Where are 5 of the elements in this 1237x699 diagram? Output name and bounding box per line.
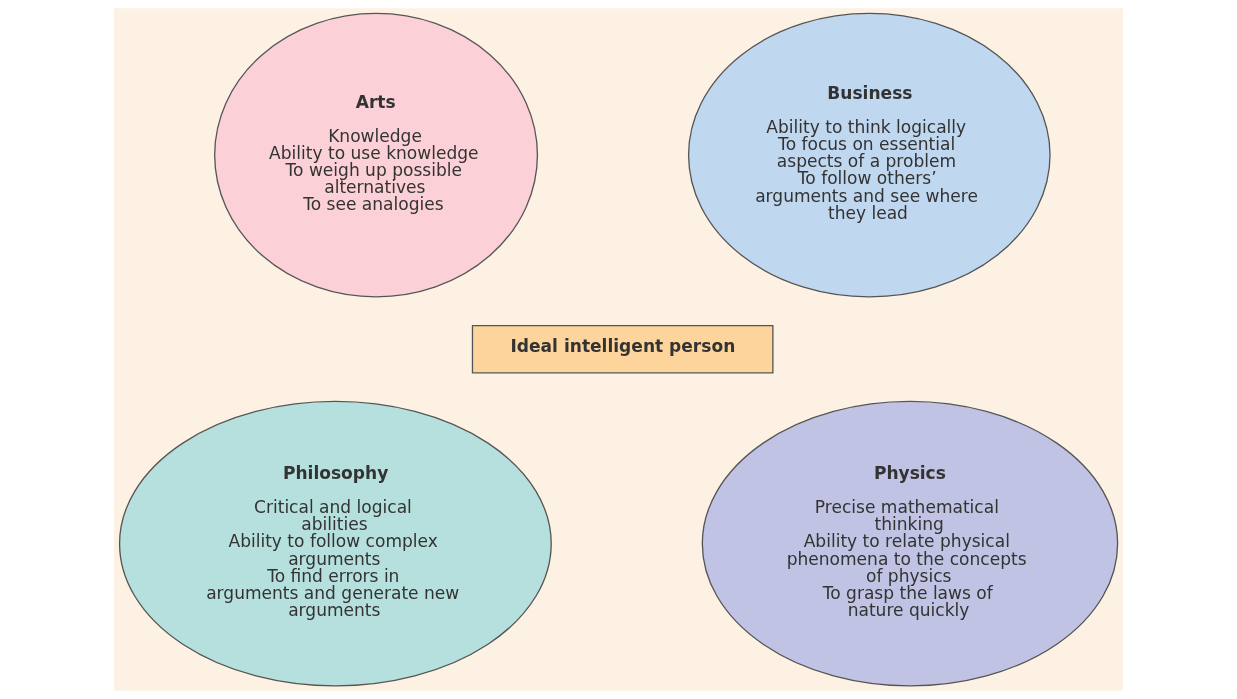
node-ellipse: Philosophy Critical and logical abilities Ability to follow complex arguments To find errors in arguments and generate new arguments: [118, 400, 552, 687]
node-ellipse: Business Ability to think logically To focus on essential aspects of a problem To follow others’ arguments and see where they lead: [687, 12, 1051, 298]
node-box: Ideal intelligent person: [471, 325, 774, 374]
node-ellipse: Physics Precise mathematical thinking Ability to relate physical phenomena to the concepts of physics To grasp the laws of nature quickly: [701, 400, 1119, 687]
node-ellipse: Arts Knowledge Ability to use knowledge To weigh up possible alternatives To see analogies: [214, 12, 539, 298]
